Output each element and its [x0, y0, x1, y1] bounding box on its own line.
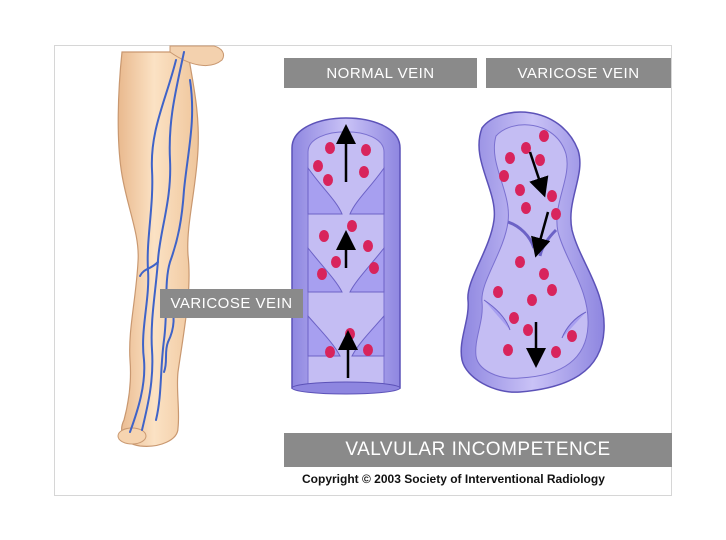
normal-vein-label: NORMAL VEIN [284, 58, 477, 88]
leg-illustration [117, 45, 225, 447]
leg-varicose-vein-label: VARICOSE VEIN [160, 289, 303, 318]
normal-vein-illustration [291, 117, 401, 395]
valvular-incompetence-label: VALVULAR INCOMPETENCE [284, 433, 672, 467]
varicose-vein-illustration [460, 111, 605, 393]
varicose-vein-label: VARICOSE VEIN [486, 58, 671, 88]
copyright-text: Copyright © 2003 Society of Intervention… [302, 472, 605, 486]
